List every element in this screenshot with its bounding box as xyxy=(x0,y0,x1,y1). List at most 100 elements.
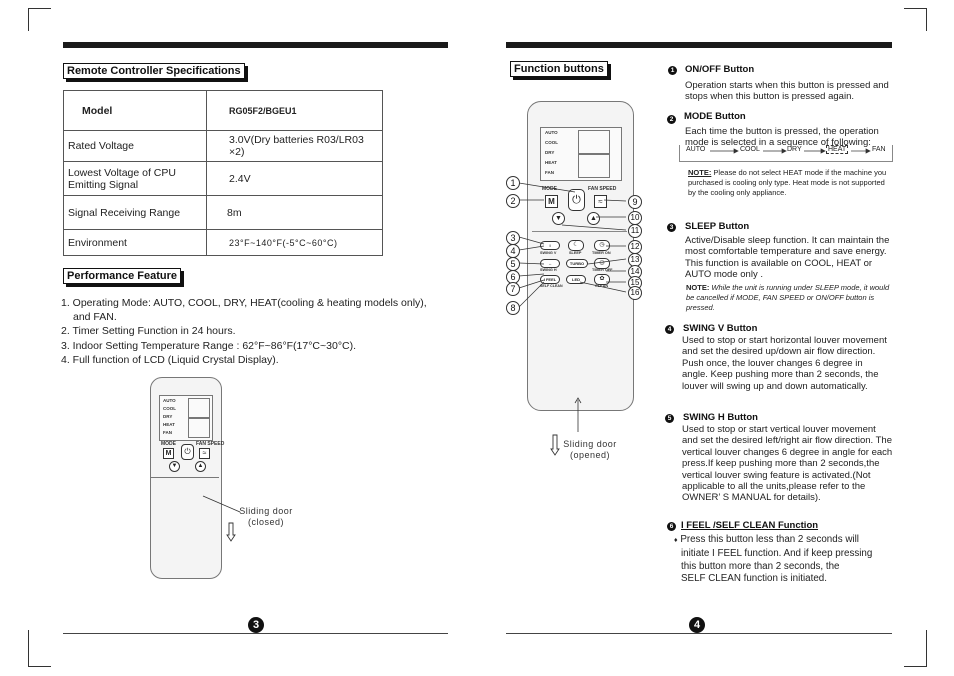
callout-8: 8 xyxy=(506,301,520,315)
fan-speed-label: FAN SPEED xyxy=(588,186,617,192)
perf-item: 4. Full function of LCD (Liquid Crystal … xyxy=(61,353,279,366)
mode-label: MODE xyxy=(161,441,176,447)
spec-table: Model RG05F2/BGEU1 Rated Voltage 3.0V(Dr… xyxy=(63,90,383,256)
lcd-label-cool: COOL xyxy=(163,406,176,411)
callout-lines xyxy=(518,182,627,308)
temp-up-button[interactable]: ▲ xyxy=(587,212,600,225)
down-arrow-icon xyxy=(226,522,236,542)
mode-text: Each time the button is pressed, the ope… xyxy=(685,126,879,149)
sleep-text: Active/Disable sleep function. It can ma… xyxy=(685,235,890,281)
door-opening-line xyxy=(532,231,627,232)
note-sleep-mode: NOTE: While the unit is running under SL… xyxy=(686,283,891,313)
ifeel-line: this button more than 2 seconds, the xyxy=(681,560,840,572)
callout-2: 2 xyxy=(506,194,520,208)
lcd-label-fan: FAN xyxy=(545,170,554,175)
remote-opened: AUTO COOL DRY HEAT FAN MODE FAN SPEED M … xyxy=(527,101,634,411)
swing-h-button[interactable]: ↔ xyxy=(540,259,560,268)
fan-speed-button[interactable]: ≈ xyxy=(199,448,210,459)
mode-title: MODE Button xyxy=(684,111,746,122)
sleep-button[interactable]: ☾ xyxy=(568,240,584,251)
lcd-label-auto: AUTO xyxy=(163,398,176,403)
callout-12: 12 xyxy=(628,240,642,254)
crop-mark-top-right xyxy=(904,8,927,31)
right-bottom-rule xyxy=(506,633,892,634)
function-buttons-title: Function buttons xyxy=(510,61,608,77)
note-text: While the unit is running under SLEEP mo… xyxy=(686,283,890,312)
spec-value-voltage: 3.0V(Dry batteries R03/LR03 ×2) xyxy=(206,130,383,162)
section-num-3: 3 xyxy=(667,223,676,232)
clean-button[interactable]: ✿ xyxy=(594,274,610,285)
self-clean-label: SELF CLEAN xyxy=(540,284,563,288)
fan-speed-button[interactable]: ≈ xyxy=(594,195,607,208)
lcd-label-heat: HEAT xyxy=(163,422,175,427)
lcd-label-dry: DRY xyxy=(163,414,173,419)
mode-label: MODE xyxy=(542,186,557,192)
remote-closed: AUTO COOL DRY HEAT FAN MODE FAN SPEED M … xyxy=(150,377,225,579)
ifeel-line: SELF CLEAN function is initiated. xyxy=(681,573,827,585)
section-num-4: 4 xyxy=(665,325,674,334)
onoff-text: Operation starts when this button is pre… xyxy=(685,80,889,103)
swing-h-text: Used to stop or start vertical louver mo… xyxy=(682,424,893,504)
sliding-door[interactable] xyxy=(151,477,219,576)
temp-up-button[interactable]: ▲ xyxy=(195,461,206,472)
turbo-button[interactable]: TURBO xyxy=(566,259,588,268)
performance-list: 1. Operating Mode: AUTO, COOL, DRY, HEAT… xyxy=(61,296,427,367)
lcd-label-heat: HEAT xyxy=(545,160,557,165)
section-num-5: 5 xyxy=(665,414,674,423)
spec-value-range: 8m xyxy=(206,195,383,230)
sliding-door-closed-label: Sliding door (closed) xyxy=(236,506,296,528)
sliding-door-state: (opened) xyxy=(569,450,611,460)
sliding-door-text: Sliding door xyxy=(239,506,293,516)
mode-sequence-arrows xyxy=(710,148,871,154)
left-top-bar xyxy=(63,42,448,48)
lcd-inner-box xyxy=(188,398,210,418)
callout-3: 3 xyxy=(506,231,520,245)
note-heat-mode: NOTE: Please do not select HEAT mode if … xyxy=(688,168,893,198)
sliding-door-opened-leader xyxy=(574,397,582,432)
crop-mark-bottom-left xyxy=(28,630,51,667)
left-bottom-rule xyxy=(63,633,448,634)
sliding-door-opened-label: Sliding door (opened) xyxy=(558,439,622,461)
fan-speed-label: FAN SPEED xyxy=(196,441,225,447)
spec-label-voltage: Rated Voltage xyxy=(63,130,207,162)
mode-seq-fan: FAN xyxy=(872,146,886,153)
swing-v-button[interactable]: I xyxy=(540,241,560,250)
mode-seq-heat: HEAT xyxy=(826,145,849,154)
temp-down-button[interactable]: ▼ xyxy=(169,461,180,472)
power-button[interactable]: ⏻ xyxy=(181,444,194,460)
callout-10: 10 xyxy=(628,211,642,225)
temp-down-button[interactable]: ▼ xyxy=(552,212,565,225)
swing-h-label: SWING H xyxy=(540,268,557,272)
timer-on-button[interactable]: ◷ xyxy=(594,240,610,251)
lcd-inner-box xyxy=(578,130,610,154)
lcd-label-fan: FAN xyxy=(163,430,172,435)
perf-item: 2. Timer Setting Function in 24 hours. xyxy=(61,325,236,338)
mode-button[interactable]: M xyxy=(163,448,174,459)
perf-item: 1. Operating Mode: AUTO, COOL, DRY, HEAT… xyxy=(61,297,427,309)
lcd-label-auto: AUTO xyxy=(545,130,558,135)
ifeel-button[interactable]: I FEEL xyxy=(540,275,560,284)
sleep-label: SLEEP xyxy=(569,251,582,255)
section-num-1: 1 xyxy=(668,66,677,75)
section-num-6: 6 xyxy=(667,522,676,531)
mode-seq-dry: DRY xyxy=(787,146,802,153)
mode-button[interactable]: M xyxy=(545,195,558,208)
callout-5: 5 xyxy=(506,257,520,271)
spec-value-lowest-voltage: 2.4V xyxy=(206,161,383,196)
page-number-left: 3 xyxy=(248,617,264,633)
timer-off-label: TIMER OFF xyxy=(592,268,613,272)
callout-7: 7 xyxy=(506,282,520,296)
power-button[interactable]: ⏻ xyxy=(568,189,585,211)
callout-11: 11 xyxy=(628,224,642,238)
lcd-label-cool: COOL xyxy=(545,140,558,145)
swing-v-label: SWING V xyxy=(540,251,557,255)
perf-item: and FAN. xyxy=(73,311,117,324)
ifeel-text: ♦ Press this button less than 2 seconds … xyxy=(674,534,894,586)
crop-mark-bottom-right xyxy=(904,630,927,667)
timer-off-button[interactable]: ◶ xyxy=(594,258,610,269)
spec-value-environment: 23°F~140°F(-5°C~60°C) xyxy=(206,229,383,256)
callout-1: 1 xyxy=(506,176,520,190)
note-text: Please do not select HEAT mode if the ma… xyxy=(688,168,887,197)
page-number-right: 4 xyxy=(689,617,705,633)
led-button[interactable]: LED xyxy=(566,275,586,284)
